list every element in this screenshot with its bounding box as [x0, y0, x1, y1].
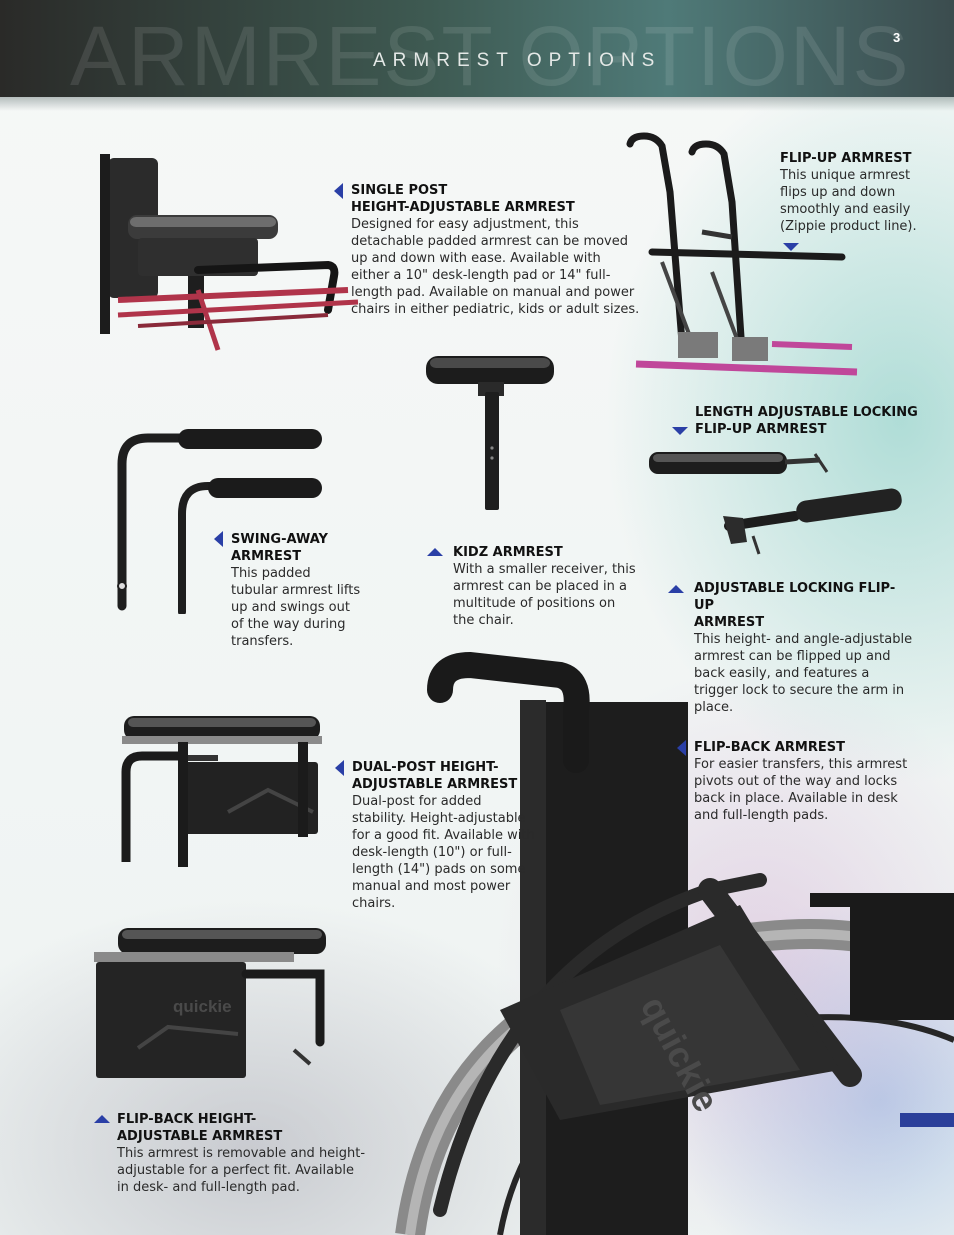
dual-post-title-1: DUAL-POST HEIGHT-	[352, 760, 499, 775]
swing-away-armrest-photo	[108, 424, 333, 614]
flip-back-wheelchair-photo: quickie	[380, 650, 954, 1235]
single-post-pointer-icon	[334, 183, 343, 199]
page-header: ARMREST OPTIONS ARMREST OPTIONS 3	[0, 0, 954, 111]
length-adjustable-armrest-photo	[645, 446, 905, 566]
swing-away-body: This padded tubular armrest lifts up and…	[231, 566, 361, 649]
single-post-title-2: HEIGHT-ADJUSTABLE ARMREST	[351, 200, 575, 215]
flip-back-caption: FLIP-BACK ARMREST For easier transfers, …	[694, 739, 914, 824]
flip-up-title: FLIP-UP ARMREST	[780, 151, 912, 166]
adjustable-locking-title-2: ARMREST	[694, 615, 765, 630]
length-adjustable-pointer-icon	[672, 427, 688, 435]
flip-back-pointer-icon	[677, 740, 686, 756]
length-adjustable-caption: LENGTH ADJUSTABLE LOCKING FLIP-UP ARMRES…	[695, 404, 925, 438]
kidz-title: KIDZ ARMREST	[453, 545, 563, 560]
dual-post-pointer-icon	[335, 760, 344, 776]
flip-back-height-body: This armrest is removable and height-adj…	[117, 1146, 366, 1195]
adjustable-locking-title-1: ADJUSTABLE LOCKING FLIP-UP	[694, 581, 896, 613]
single-post-caption: SINGLE POST HEIGHT-ADJUSTABLE ARMREST De…	[351, 182, 641, 318]
dual-post-body: Dual-post for added stability. Height-ad…	[352, 794, 535, 911]
dual-post-plate-logo: quickie	[173, 997, 232, 1016]
single-post-armrest-photo	[78, 150, 368, 370]
adjustable-locking-pointer-icon	[668, 585, 684, 593]
adjustable-locking-body: This height- and angle-adjustable armres…	[694, 632, 913, 715]
single-post-title-1: SINGLE POST	[351, 183, 448, 198]
flip-back-title: FLIP-BACK ARMREST	[694, 740, 845, 755]
length-adjustable-title-1: LENGTH ADJUSTABLE LOCKING	[695, 405, 918, 420]
flip-up-armrest-photo	[622, 132, 862, 382]
length-adjustable-title-2: FLIP-UP ARMREST	[695, 422, 827, 437]
flip-up-pointer-icon	[783, 243, 799, 251]
single-post-body: Designed for easy adjustment, this detac…	[351, 217, 640, 317]
flip-back-body: For easier transfers, this armrest pivot…	[694, 757, 908, 823]
kidz-body: With a smaller receiver, this armrest ca…	[453, 562, 636, 628]
swing-away-caption: SWING-AWAY ARMREST This padded tubular a…	[231, 531, 361, 650]
dual-post-caption: DUAL-POST HEIGHT- ADJUSTABLE ARMREST Dua…	[352, 759, 537, 912]
dual-post-title-2: ADJUSTABLE ARMREST	[352, 777, 518, 792]
kidz-pointer-icon	[427, 548, 443, 556]
flip-up-body: This unique armrest flips up and down sm…	[780, 168, 917, 234]
page-title: ARMREST OPTIONS	[373, 50, 662, 71]
flip-back-height-title-1: FLIP-BACK HEIGHT-	[117, 1112, 257, 1127]
header-ghost-text: ARMREST OPTIONS	[70, 9, 911, 103]
adjustable-locking-caption: ADJUSTABLE LOCKING FLIP-UP ARMREST This …	[694, 580, 914, 716]
flip-up-caption: FLIP-UP ARMREST This unique armrest flip…	[780, 150, 930, 235]
flip-back-height-armrest-photo: quickie	[88, 922, 333, 1092]
swing-away-title-2: ARMREST	[231, 549, 302, 564]
page-number: 3	[893, 30, 901, 45]
swing-away-title-1: SWING-AWAY	[231, 532, 328, 547]
kidz-armrest-photo	[420, 352, 560, 517]
kidz-caption: KIDZ ARMREST With a smaller receiver, th…	[453, 544, 638, 629]
flip-back-height-title-2: ADJUSTABLE ARMREST	[117, 1129, 283, 1144]
flip-back-height-caption: FLIP-BACK HEIGHT- ADJUSTABLE ARMREST Thi…	[117, 1111, 367, 1196]
flip-back-height-pointer-icon	[94, 1115, 110, 1123]
dual-post-armrest-photo	[118, 712, 328, 870]
swing-away-pointer-icon	[214, 531, 223, 547]
